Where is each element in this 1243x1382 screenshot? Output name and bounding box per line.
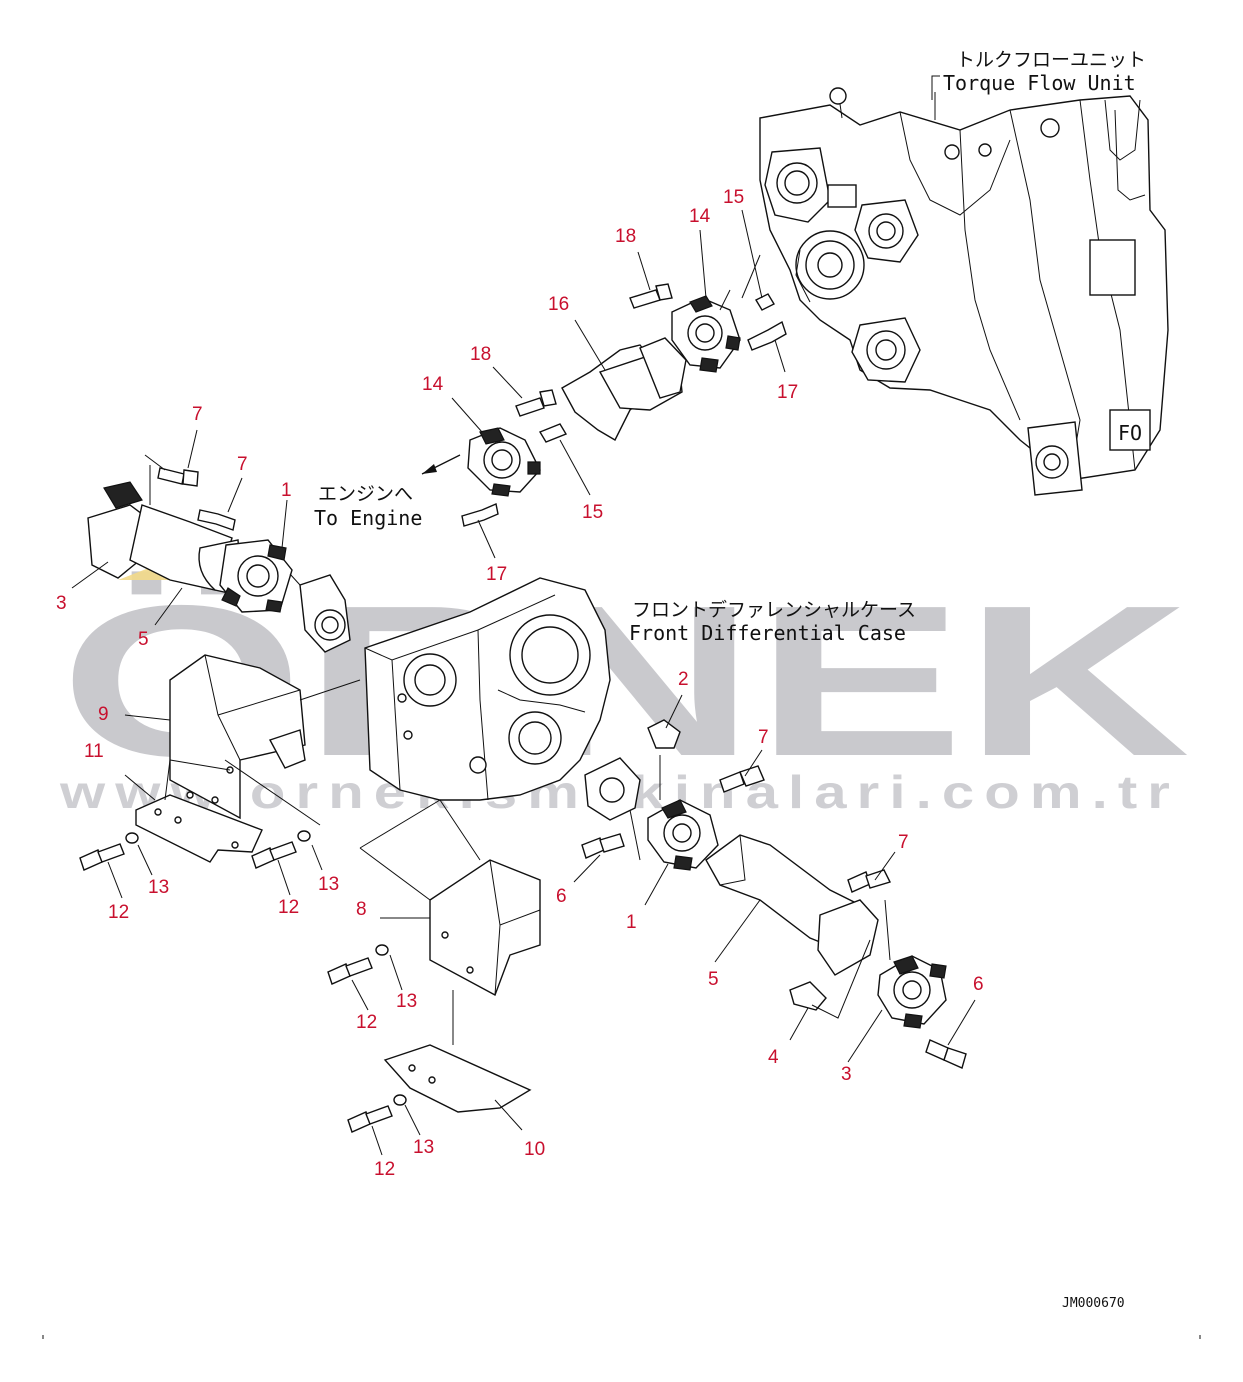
drawing-code: JM000670 <box>1062 1296 1125 1311</box>
callout-1: 1 <box>626 912 637 933</box>
callout-17: 17 <box>777 382 798 403</box>
callout-2: 2 <box>678 669 689 690</box>
differential-jp: フロントデファレンシャルケース <box>632 599 916 621</box>
upper-flange <box>764 147 831 223</box>
differential-label: フロントデファレンシャルケース Front Differential Case <box>629 599 916 645</box>
callout-8: 8 <box>356 899 367 920</box>
callout-11: 11 <box>84 741 104 762</box>
callout-13: 13 <box>396 991 417 1012</box>
front-differential-case <box>364 577 611 801</box>
callout-numbers: 7 7 1 3 5 9 11 12 13 12 13 18 14 16 15 1… <box>56 187 984 1180</box>
callout-12: 12 <box>374 1159 395 1180</box>
callout-13: 13 <box>413 1137 434 1158</box>
callout-3: 3 <box>841 1064 852 1085</box>
callout-15: 15 <box>582 502 603 523</box>
output-flange <box>795 230 865 303</box>
engine-label: エンジンへ To Engine <box>314 483 422 530</box>
callout-18: 18 <box>615 226 636 247</box>
callout-12: 12 <box>108 902 129 923</box>
engine-en: To Engine <box>314 506 422 530</box>
torque-flow-en: Torque Flow Unit <box>943 71 1136 95</box>
lower-left-plate-11 <box>135 794 263 863</box>
pump-flange <box>1027 421 1083 496</box>
fo-mark: FO <box>1118 421 1142 445</box>
callout-17: 17 <box>486 564 507 585</box>
callout-7: 7 <box>898 832 909 853</box>
callout-14: 14 <box>422 374 444 395</box>
lower-flange <box>851 317 921 383</box>
callout-5: 5 <box>138 629 149 650</box>
callout-14: 14 <box>689 206 711 227</box>
callout-5: 5 <box>708 969 719 990</box>
right-flange <box>854 199 919 263</box>
center-guard-8 <box>429 859 541 996</box>
callout-7: 7 <box>237 454 248 475</box>
lower-center-plate-10 <box>383 1044 532 1113</box>
callout-10: 10 <box>524 1139 545 1160</box>
callout-18: 18 <box>470 344 491 365</box>
lower-right-drive-shaft <box>581 719 967 1069</box>
callout-13: 13 <box>148 877 169 898</box>
callout-4: 4 <box>768 1047 779 1068</box>
upper-left-guard-9 <box>169 654 306 820</box>
callout-16: 16 <box>548 294 569 315</box>
torque-flow-jp: トルクフローユニット <box>956 49 1146 71</box>
callout-12: 12 <box>278 897 299 918</box>
lower-bolts <box>79 830 407 1133</box>
callout-9: 9 <box>98 704 109 725</box>
callout-7: 7 <box>192 404 203 425</box>
differential-en: Front Differential Case <box>629 621 906 645</box>
engine-jp: エンジンへ <box>318 483 413 505</box>
callout-1: 1 <box>281 480 292 501</box>
callout-7: 7 <box>758 727 769 748</box>
callout-13: 13 <box>318 874 339 895</box>
callout-6: 6 <box>973 974 984 995</box>
upper-left-drive-shaft <box>87 467 351 653</box>
callout-3: 3 <box>56 593 67 614</box>
leader-lines <box>71 209 976 1156</box>
callout-6: 6 <box>556 886 567 907</box>
callout-12: 12 <box>356 1012 377 1033</box>
callout-15: 15 <box>723 187 744 208</box>
torque-flow-unit: FO <box>759 87 1169 496</box>
torque-flow-label: トルクフローユニット Torque Flow Unit <box>931 49 1146 100</box>
upper-middle-drive-shaft <box>421 283 787 527</box>
